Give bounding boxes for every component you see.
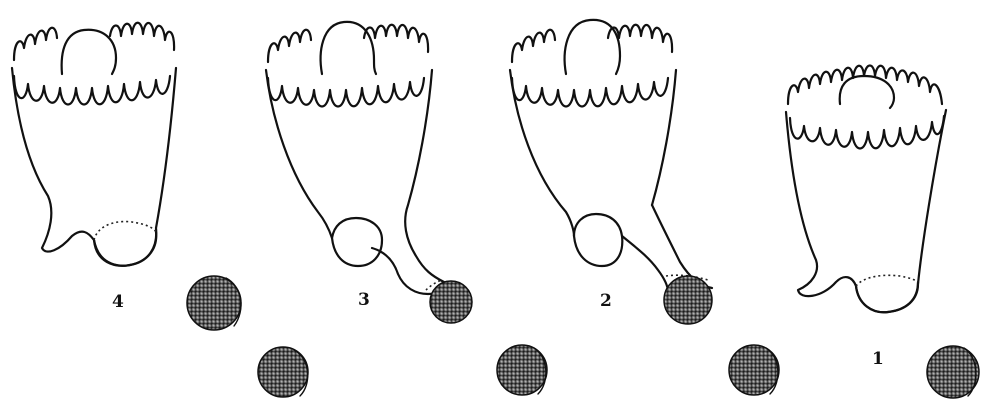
food-vacuole — [332, 218, 382, 266]
ciliary-crown-lower — [268, 78, 424, 107]
food-vacuole — [856, 282, 918, 312]
ciliary-crown-lower — [14, 76, 170, 105]
food-vacuole — [574, 214, 622, 266]
body-outline-right — [405, 70, 444, 282]
captured-particle — [664, 276, 712, 324]
peristome-loop — [565, 20, 620, 74]
stage-label-3: 3 — [358, 290, 370, 310]
stage-label-1: 1 — [872, 349, 884, 369]
organism-stage-3 — [266, 22, 472, 323]
captured-particle — [430, 281, 472, 323]
peristome-loop — [840, 76, 894, 108]
peristome-loop — [62, 30, 116, 74]
ciliary-crown-upper — [512, 25, 672, 62]
stage-label-2: 2 — [600, 291, 612, 311]
oral-tube-left — [622, 236, 668, 292]
stage-label-4: 4 — [112, 292, 124, 312]
free-particles — [187, 276, 979, 398]
food-vacuole — [94, 232, 156, 266]
organism-stage-4 — [12, 23, 176, 266]
ciliary-crown-upper — [268, 25, 428, 62]
organism-stage-2 — [510, 20, 712, 324]
ciliary-crown-upper — [14, 23, 174, 60]
organism-stage-1 — [786, 66, 946, 313]
oral-tube — [372, 248, 446, 294]
food-vacuole-dotted — [94, 222, 156, 240]
free-particle — [187, 276, 241, 330]
food-vacuole-dotted — [856, 275, 918, 286]
ciliary-crown-upper — [788, 66, 942, 105]
ciliary-crown-lower — [790, 116, 944, 149]
ciliary-crown-lower — [512, 78, 668, 107]
